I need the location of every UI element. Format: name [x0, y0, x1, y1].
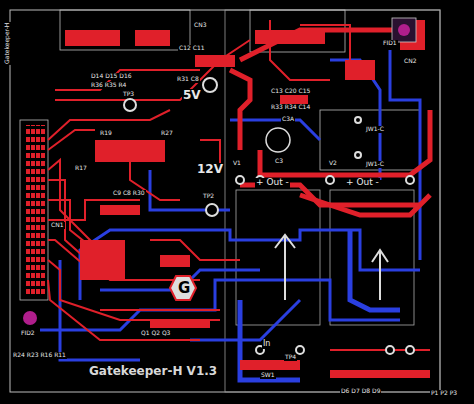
capacitor-ref: C3A: [281, 116, 295, 123]
test-point-ref: TP2: [202, 193, 215, 200]
resistor-ref: R24 R23 R16 R11: [12, 352, 67, 359]
resistor-ref: R33 R34 C14: [270, 104, 311, 111]
resistor-ref: R36 R35 R4: [90, 82, 127, 89]
connector-ref: CN2: [403, 58, 418, 65]
test-point-ref: TP4: [284, 354, 297, 361]
fiducial-ref: FID2: [20, 330, 36, 337]
resistor-ref: R31 C8: [176, 76, 200, 83]
regulator-ref: V2: [328, 160, 338, 167]
component-ref: C9 C8 R30: [112, 190, 146, 197]
resistor-ref: R17: [74, 165, 88, 172]
jumper-ref: JW1-C: [365, 126, 385, 133]
input-label: In: [262, 340, 271, 349]
test-point-ref: TP3: [122, 91, 135, 98]
switch-ref: SW1: [260, 372, 276, 379]
board-title: Gatekeeper-H V1.3: [88, 365, 218, 378]
voltage-label: 12V: [196, 163, 224, 176]
transistor-ref: Q1 Q2 Q3: [140, 330, 171, 337]
pad-ref: P1 P2 P3: [430, 390, 458, 397]
capacitor-ref: C13 C20 C15: [270, 88, 311, 95]
logo-letter: G: [177, 280, 191, 297]
capacitor-ref: C12 C11: [178, 45, 206, 52]
jumper-ref: JW1-C: [365, 161, 385, 168]
output-label: + Out -: [345, 178, 380, 188]
diode-ref: D14 D15 D16: [90, 73, 133, 80]
resistor-ref: R27: [160, 130, 174, 137]
regulator-ref: V1: [232, 160, 242, 167]
output-label: + Out -: [255, 178, 290, 188]
resistor-ref: R19: [99, 130, 113, 137]
fiducial-ref: FID1: [382, 40, 398, 47]
voltage-label: 5V: [182, 89, 202, 102]
capacitor-ref: C3: [274, 158, 284, 165]
board-name: Gatekeeper-H: [4, 22, 11, 65]
connector-ref: CN1: [50, 222, 65, 229]
connector-ref: CN3: [193, 22, 208, 29]
diode-ref: D6 D7 D8 D9: [340, 388, 381, 395]
